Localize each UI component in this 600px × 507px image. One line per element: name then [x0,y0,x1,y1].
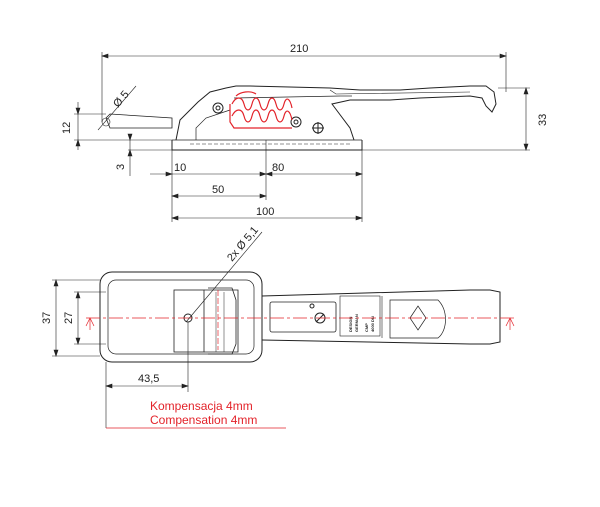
side-dimensions [74,52,530,222]
lever-top [261,289,501,345]
side-view [105,85,497,151]
compensation-note: Kompensacja 4mm Compensation 4mm [106,399,286,429]
dim-12: 12 [61,122,73,134]
latch-body [175,85,497,141]
dim-diameter-5: Ø 5 [111,89,132,110]
dim-10: 10 [174,162,186,174]
svg-text:GERMAN: GERMAN [354,314,359,332]
base-plate [171,140,363,151]
base-plate-top [99,271,263,363]
eye-loop [105,113,173,129]
dim-3: 3 [115,164,127,170]
dim-80: 80 [272,162,284,174]
plate-text: DESIGN GERMAN CMP 4000 DN [348,314,375,332]
svg-text:4000 DN: 4000 DN [370,316,375,332]
svg-text:DESIGN: DESIGN [348,317,353,332]
pivot-pin [212,102,224,114]
dim-100: 100 [256,206,274,218]
dim-33: 33 [537,114,549,126]
dim-2x-diameter: 2x Ø 5,1 [225,224,261,264]
dim-50: 50 [212,184,224,196]
lock-plate [269,301,337,333]
top-dimensions [52,231,263,428]
dim-27: 27 [63,312,75,324]
dim-37: 37 [41,312,53,324]
svg-text:CMP: CMP [364,323,369,332]
spring [229,91,293,129]
dim-43-5: 43,5 [138,373,159,385]
top-view [99,271,501,363]
rear-pin [290,116,302,128]
center-line [85,290,515,350]
compensation-text-pl: Kompensacja 4mm [150,399,253,413]
compensation-text-en: Compensation 4mm [150,413,257,427]
dim-210: 210 [290,43,308,55]
